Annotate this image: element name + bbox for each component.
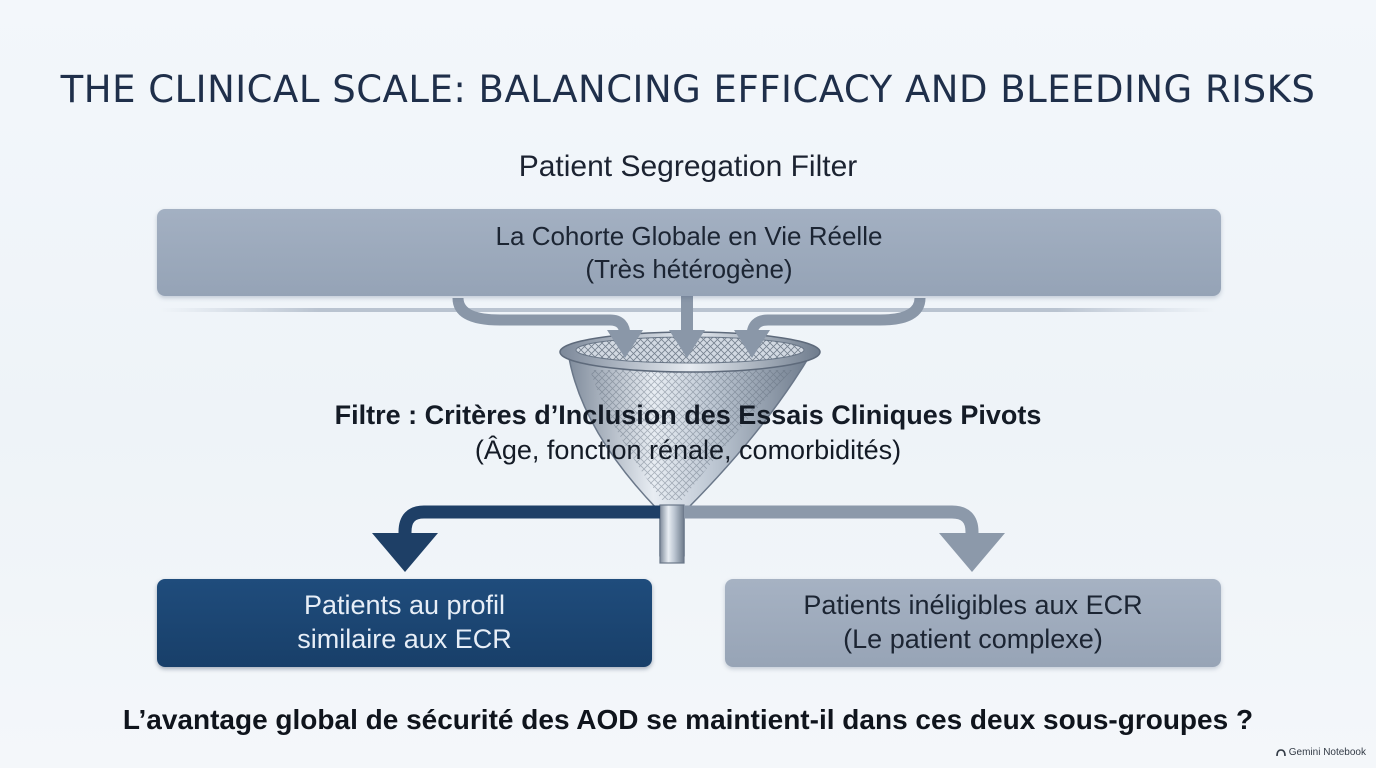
notebook-icon <box>1275 748 1286 756</box>
incoming-arrow-center <box>681 296 693 336</box>
ineligible-box: Patients inéligibles aux ECR (Le patient… <box>725 579 1221 667</box>
ineligible-line2: (Le patient complexe) <box>843 624 1103 654</box>
incoming-arrow-right <box>746 297 926 337</box>
ineligible-line1: Patients inéligibles aux ECR <box>803 590 1143 621</box>
filter-criteria: (Âge, fonction rénale, comorbidités) <box>474 435 902 465</box>
watermark: Gemini Notebook <box>1275 747 1366 758</box>
similar-profile-line1: Patients au profil <box>303 590 506 621</box>
watermark-text: Gemini Notebook <box>1288 747 1366 758</box>
diagram-subtitle: Patient Segregation Filter <box>518 150 858 183</box>
similar-profile-line2: similaire aux ECR <box>297 624 512 654</box>
outgoing-arrow-right <box>684 505 979 540</box>
page-title: THE CLINICAL SCALE: BALANCING EFFICACY A… <box>60 68 1316 111</box>
outgoing-arrow-left <box>398 505 660 540</box>
incoming-arrow-left <box>452 297 631 337</box>
filter-title: Filtre : Critères d’Inclusion des Essais… <box>334 400 1042 430</box>
funnel-spout <box>659 504 685 564</box>
cohort-box: La Cohorte Globale en Vie Réelle (Très h… <box>157 209 1221 296</box>
similar-profile-box: Patients au profil similaire aux ECR <box>157 579 652 667</box>
cohort-box-title: La Cohorte Globale en Vie Réelle <box>495 221 883 251</box>
filter-label: Filtre : Critères d’Inclusion des Essais… <box>0 400 1376 466</box>
cohort-box-note: (Très hétérogène) <box>585 253 793 284</box>
key-question: L’avantage global de sécurité des AOD se… <box>122 704 1254 735</box>
